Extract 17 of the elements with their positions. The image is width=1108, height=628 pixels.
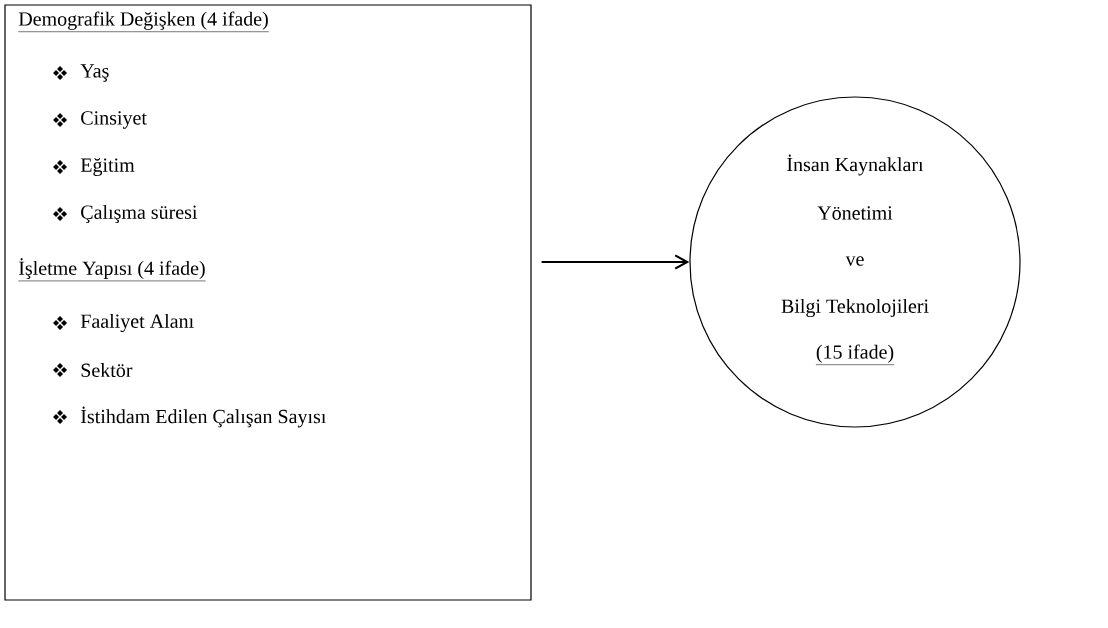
circle-text: Yönetimi	[817, 206, 893, 220]
list-item: Faaliyet Alanı	[80, 313, 194, 333]
list-item: İstihdam Edilen Çalışan Sayısı	[81, 406, 326, 428]
arrow	[541, 254, 690, 270]
heading: Demografik Değişken (4 ifade)	[18, 11, 269, 32]
heading: İşletme Yapısı (4 ifade)	[18, 258, 206, 282]
circle-text: (15 ifade)	[815, 344, 895, 365]
list-item: Cinsiyet	[81, 111, 147, 129]
list-item: Eğitim	[80, 158, 135, 176]
circle-text: ve	[845, 256, 864, 266]
circle-text: İnsan Kaynakları	[787, 154, 924, 176]
text-box	[4, 4, 532, 601]
list-item: Yaş	[80, 64, 109, 82]
list-item: Çalışma süresi	[81, 204, 198, 224]
list-item: Sektör	[81, 362, 133, 377]
circle-node	[689, 96, 1021, 428]
circle-text: Bilgi Teknolojileri	[781, 298, 929, 318]
